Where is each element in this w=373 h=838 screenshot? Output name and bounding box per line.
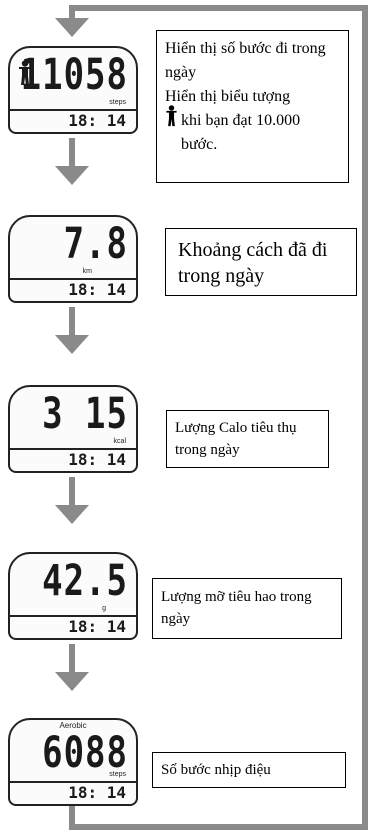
lcd-separator: [10, 781, 136, 783]
lcd-separator: [10, 615, 136, 617]
achievement-person-icon: [19, 60, 31, 85]
lcd-unit: km: [82, 268, 92, 275]
entry-arrow-icon: [55, 18, 89, 37]
lcd-time: 18: 14: [68, 280, 126, 299]
top-left-flow-line: [69, 5, 75, 20]
lcd-screen-steps: 11058 steps 18: 14: [8, 46, 138, 134]
bottom-flow-line: [69, 824, 368, 830]
connector-line-1: [69, 138, 75, 168]
lcd-unit: steps: [109, 771, 126, 778]
lcd-time: 18: 14: [68, 111, 126, 130]
description-text: Hiển thị biểu tượng: [165, 88, 291, 105]
description-box-calories: Lượng Calo tiêu thụ trong ngày: [166, 410, 329, 468]
lcd-value: 3 15: [42, 389, 128, 440]
lcd-screen-aerobic: Aerobic 6088 steps 18: 14: [8, 718, 138, 806]
lcd-unit: g: [102, 605, 106, 612]
lcd-time: 18: 14: [68, 617, 126, 636]
description-box-fat: Lượng mỡ tiêu hao trong ngày: [152, 578, 342, 639]
lcd-screen-fat: 42.5 g 18: 14: [8, 552, 138, 640]
description-box-aerobic: Số bước nhịp điệu: [152, 752, 346, 788]
description-text: Khoảng cách đã đi trong ngày: [178, 239, 328, 287]
description-text: Số bước nhịp điệu: [161, 762, 271, 778]
lcd-value: 42.5: [42, 556, 128, 607]
lcd-time: 18: 14: [68, 450, 126, 469]
lcd-screen-distance: 7.8 km 18: 14: [8, 215, 138, 303]
lcd-value: 11058: [20, 50, 128, 101]
lcd-separator: [10, 278, 136, 280]
connector-line-3: [69, 477, 75, 507]
description-text: Hiển thị số bước đi trong ngày: [165, 40, 326, 81]
description-text: khi bạn đạt 10.000 bước.: [181, 112, 301, 153]
down-arrow-icon-2: [55, 335, 89, 354]
down-arrow-icon-3: [55, 505, 89, 524]
description-text: Lượng mỡ tiêu hao trong ngày: [161, 589, 312, 627]
lcd-unit: steps: [109, 99, 126, 106]
lcd-time: 18: 14: [68, 783, 126, 802]
lcd-separator: [10, 448, 136, 450]
lcd-screen-calories: 3 15 kcal 18: 14: [8, 385, 138, 473]
lcd-mode-label: Aerobic: [59, 721, 87, 730]
right-flow-line: [362, 5, 368, 830]
down-arrow-icon-4: [55, 672, 89, 691]
lcd-value: 6088: [42, 728, 128, 779]
lcd-separator: [10, 109, 136, 111]
bottom-left-flow-line: [69, 805, 75, 830]
down-arrow-icon-1: [55, 166, 89, 185]
connector-line-2: [69, 307, 75, 337]
top-flow-line: [69, 5, 368, 11]
lcd-unit: kcal: [113, 438, 126, 445]
description-box-distance: Khoảng cách đã đi trong ngày: [165, 228, 357, 296]
lcd-value: 7.8: [63, 219, 128, 270]
connector-line-4: [69, 644, 75, 674]
description-box-steps: Hiển thị số bước đi trong ngày Hiển thị …: [156, 30, 349, 183]
achievement-person-icon: [166, 105, 177, 127]
description-text: Lượng Calo tiêu thụ trong ngày: [175, 420, 297, 458]
